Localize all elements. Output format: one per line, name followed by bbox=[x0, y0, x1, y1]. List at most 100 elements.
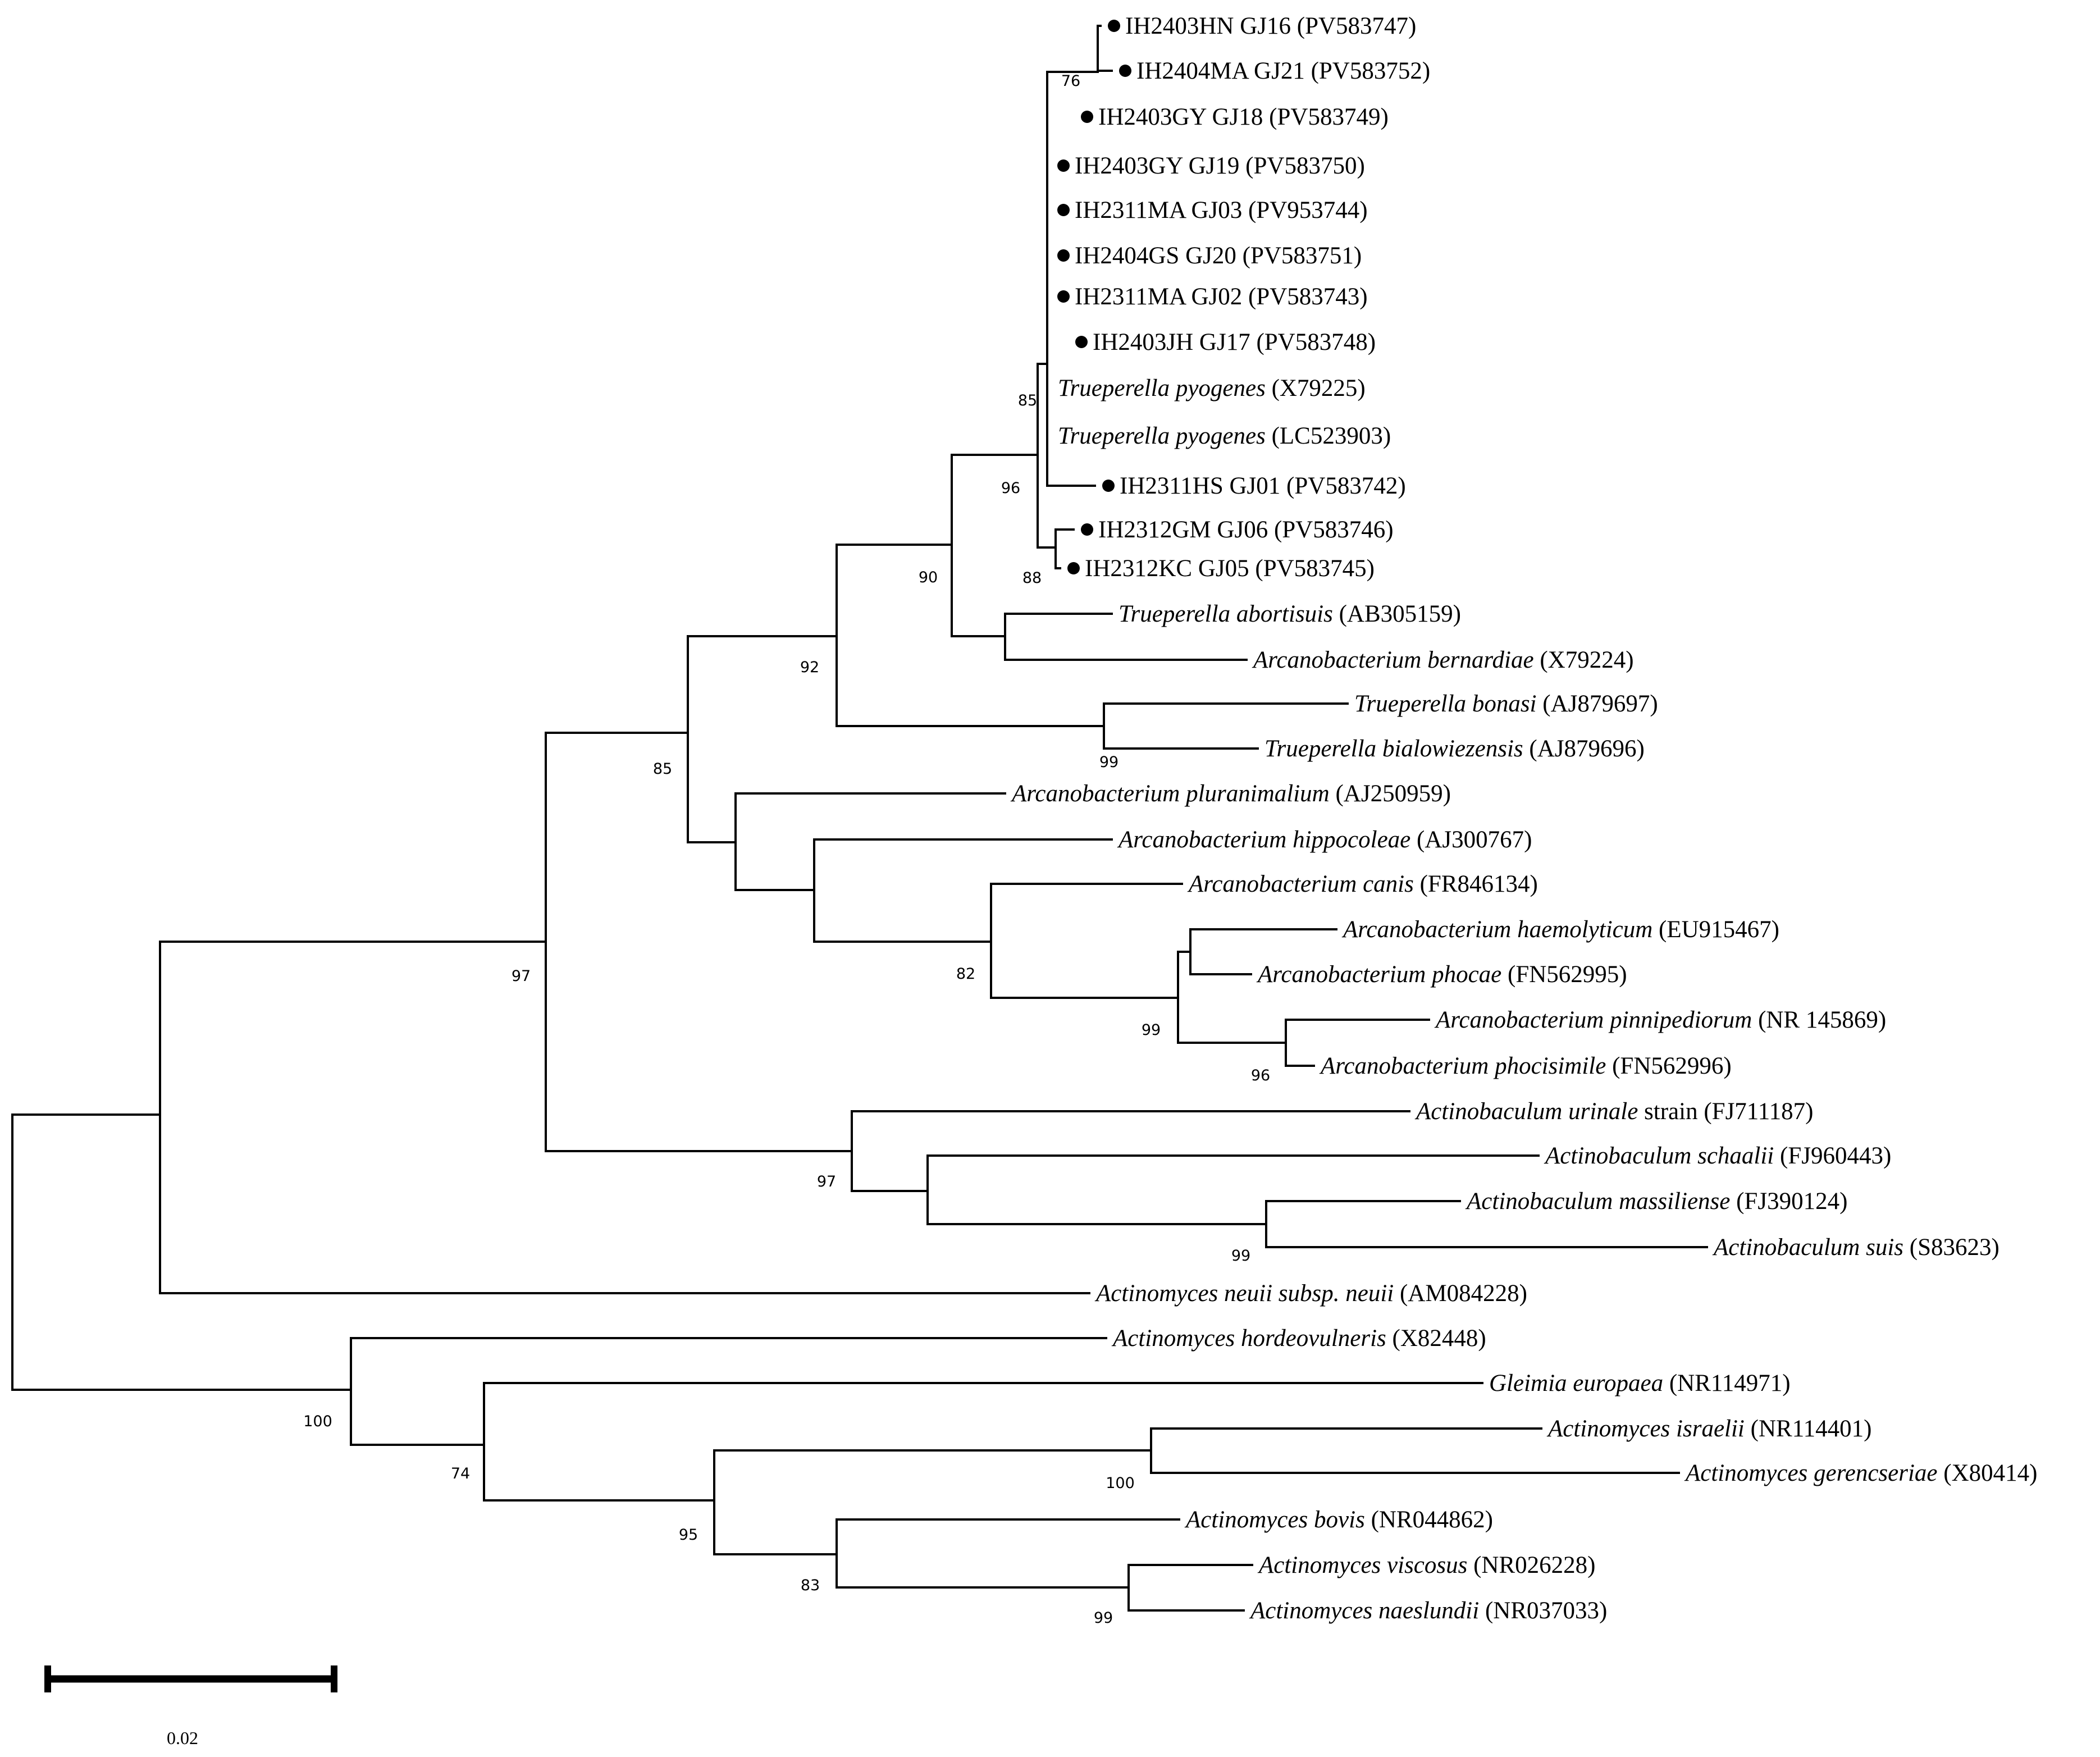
taxon-accession: (S83623) bbox=[1903, 1234, 1999, 1261]
taxon-species: Arcanobacterium phocae bbox=[1256, 961, 1501, 988]
taxon-label: Trueperella pyogenes (LC523903) bbox=[1058, 423, 1391, 449]
taxon-label: IH2312KC GJ05 (PV583745) bbox=[1085, 555, 1375, 582]
taxon-species: Actinomyces viscosus bbox=[1257, 1552, 1467, 1578]
taxon-label: Arcanobacterium haemolyticum (EU915467) bbox=[1341, 916, 1779, 943]
isolate-markers bbox=[1057, 20, 1131, 574]
taxon-accession: (X79224) bbox=[1534, 647, 1634, 673]
isolate-marker bbox=[1108, 20, 1120, 32]
isolate-marker bbox=[1075, 336, 1088, 348]
taxon-label: IH2404MA GJ21 (PV583752) bbox=[1136, 58, 1430, 84]
taxon-label: IH2312GM GJ06 (PV583746) bbox=[1098, 517, 1394, 543]
taxon-label: Arcanobacterium phocae (FN562995) bbox=[1256, 961, 1627, 988]
taxon-accession: IH2311MA GJ02 (PV583743) bbox=[1075, 284, 1368, 310]
taxon-accession: (FR846134) bbox=[1414, 871, 1538, 897]
bootstrap-value: 97 bbox=[817, 1173, 836, 1190]
taxon-label: Trueperella abortisuis (AB305159) bbox=[1119, 601, 1461, 627]
taxon-accession: (FN562996) bbox=[1606, 1053, 1731, 1079]
taxon-accession: (AJ879697) bbox=[1537, 691, 1658, 717]
bootstrap-value: 82 bbox=[956, 965, 975, 983]
taxon-label: Trueperella pyogenes (X79225) bbox=[1058, 375, 1366, 401]
taxon-labels: IH2403HN GJ16 (PV583747) IH2404MA GJ21 (P… bbox=[1010, 13, 2037, 1624]
bootstrap-value: 92 bbox=[800, 659, 819, 676]
taxon-label: Actinobaculum suis (S83623) bbox=[1712, 1234, 1999, 1261]
taxon-label: Actinomyces naeslundii (NR037033) bbox=[1249, 1598, 1607, 1624]
taxon-label: IH2311MA GJ02 (PV583743) bbox=[1075, 284, 1368, 310]
bootstrap-values: 7685968890929985829996979799100741009583… bbox=[303, 72, 1270, 1627]
taxon-species: Actinobaculum massiliense bbox=[1465, 1188, 1730, 1215]
taxon-accession: IH2403GY GJ18 (PV583749) bbox=[1098, 104, 1389, 130]
taxon-species: Arcanobacterium pluranimalium bbox=[1010, 781, 1330, 807]
isolate-marker bbox=[1057, 159, 1070, 172]
taxon-label: IH2404GS GJ20 (PV583751) bbox=[1075, 243, 1362, 269]
taxon-label: Actinobaculum massiliense (FJ390124) bbox=[1465, 1188, 1847, 1215]
tree-branches bbox=[11, 25, 1708, 1612]
taxon-label: Actinomyces gerencseriae (X80414) bbox=[1684, 1460, 2037, 1486]
bootstrap-value: 95 bbox=[679, 1526, 698, 1544]
taxon-species: Actinomyces gerencseriae bbox=[1684, 1460, 1938, 1486]
taxon-label: Actinobaculum schaalii (FJ960443) bbox=[1544, 1143, 1891, 1169]
isolate-marker bbox=[1067, 562, 1080, 574]
bootstrap-value: 99 bbox=[1231, 1247, 1250, 1265]
taxon-species: Actinomyces israelii bbox=[1546, 1416, 1745, 1442]
taxon-accession: (AJ300767) bbox=[1410, 827, 1532, 853]
bootstrap-value: 74 bbox=[451, 1465, 470, 1482]
taxon-accession: (FJ960443) bbox=[1774, 1143, 1891, 1169]
taxon-accession: strain (FJ711187) bbox=[1638, 1098, 1813, 1125]
taxon-label: Trueperella bonasi (AJ879697) bbox=[1354, 691, 1658, 717]
taxon-species: Actinobaculum suis bbox=[1712, 1234, 1903, 1261]
taxon-label: Actinomyces hordeovulneris (X82448) bbox=[1111, 1325, 1486, 1352]
taxon-label: IH2403GY GJ19 (PV583750) bbox=[1075, 153, 1365, 179]
taxon-label: Arcanobacterium phocisimile (FN562996) bbox=[1319, 1053, 1732, 1079]
taxon-accession: (NR 145869) bbox=[1752, 1007, 1886, 1033]
taxon-label: IH2403HN GJ16 (PV583747) bbox=[1125, 13, 1416, 39]
taxon-label: Actinomyces bovis (NR044862) bbox=[1184, 1507, 1493, 1533]
taxon-species: Actinomyces naeslundii bbox=[1249, 1598, 1479, 1624]
taxon-species: Actinomyces hordeovulneris bbox=[1111, 1325, 1386, 1352]
taxon-species: Actinobaculum schaalii bbox=[1544, 1143, 1774, 1169]
taxon-label: IH2403JH GJ17 (PV583748) bbox=[1093, 329, 1376, 355]
taxon-accession: IH2403JH GJ17 (PV583748) bbox=[1093, 329, 1376, 355]
taxon-accession: (NR026228) bbox=[1467, 1552, 1595, 1578]
taxon-accession: IH2311MA GJ03 (PV953744) bbox=[1075, 197, 1368, 223]
taxon-label: Arcanobacterium hippocoleae (AJ300767) bbox=[1117, 827, 1532, 853]
taxon-accession: IH2312GM GJ06 (PV583746) bbox=[1098, 517, 1394, 543]
taxon-species: Arcanobacterium phocisimile bbox=[1319, 1053, 1606, 1079]
bootstrap-value: 99 bbox=[1099, 754, 1119, 771]
taxon-label: IH2311MA GJ03 (PV953744) bbox=[1075, 197, 1368, 223]
taxon-species: Arcanobacterium canis bbox=[1187, 871, 1414, 897]
taxon-accession: IH2403HN GJ16 (PV583747) bbox=[1125, 13, 1416, 39]
taxon-accession: (NR037033) bbox=[1479, 1598, 1607, 1624]
bootstrap-value: 83 bbox=[801, 1577, 820, 1594]
taxon-species: Arcanobacterium pinnipediorum bbox=[1434, 1007, 1752, 1033]
taxon-accession: (NR114971) bbox=[1663, 1370, 1791, 1397]
taxon-species: Trueperella bonasi bbox=[1354, 691, 1537, 717]
taxon-label: Arcanobacterium pluranimalium (AJ250959) bbox=[1010, 781, 1451, 807]
taxon-accession: (LC523903) bbox=[1266, 423, 1391, 449]
taxon-species: Actinobaculum urinale bbox=[1414, 1098, 1638, 1125]
taxon-label: Actinomyces viscosus (NR026228) bbox=[1257, 1552, 1595, 1578]
taxon-label: IH2311HS GJ01 (PV583742) bbox=[1120, 473, 1406, 499]
isolate-marker bbox=[1081, 523, 1093, 536]
bootstrap-value: 88 bbox=[1022, 569, 1042, 587]
bootstrap-value: 76 bbox=[1061, 72, 1080, 90]
taxon-species: Actinomyces bovis bbox=[1184, 1507, 1365, 1533]
scale-bar-label: 0.02 bbox=[167, 1728, 198, 1748]
taxon-accession: IH2312KC GJ05 (PV583745) bbox=[1085, 555, 1375, 582]
bootstrap-value: 100 bbox=[303, 1413, 332, 1430]
taxon-accession: IH2404MA GJ21 (PV583752) bbox=[1136, 58, 1430, 84]
taxon-species: Arcanobacterium hippocoleae bbox=[1117, 827, 1410, 853]
taxon-accession: (FJ390124) bbox=[1730, 1188, 1847, 1215]
isolate-marker bbox=[1057, 290, 1070, 303]
taxon-label: Arcanobacterium canis (FR846134) bbox=[1187, 871, 1538, 897]
taxon-label: Arcanobacterium pinnipediorum (NR 145869… bbox=[1434, 1007, 1886, 1033]
bootstrap-value: 100 bbox=[1106, 1475, 1135, 1492]
scale-bar: 0.02 bbox=[44, 1665, 337, 1748]
bootstrap-value: 97 bbox=[512, 968, 531, 985]
isolate-marker bbox=[1057, 204, 1070, 216]
taxon-accession: (AJ879696) bbox=[1523, 736, 1645, 762]
bootstrap-value: 96 bbox=[1001, 480, 1020, 497]
taxon-label: Arcanobacterium bernardiae (X79224) bbox=[1252, 647, 1634, 673]
taxon-accession: (X80414) bbox=[1938, 1460, 2038, 1486]
taxon-accession: (AM084228) bbox=[1394, 1280, 1527, 1307]
